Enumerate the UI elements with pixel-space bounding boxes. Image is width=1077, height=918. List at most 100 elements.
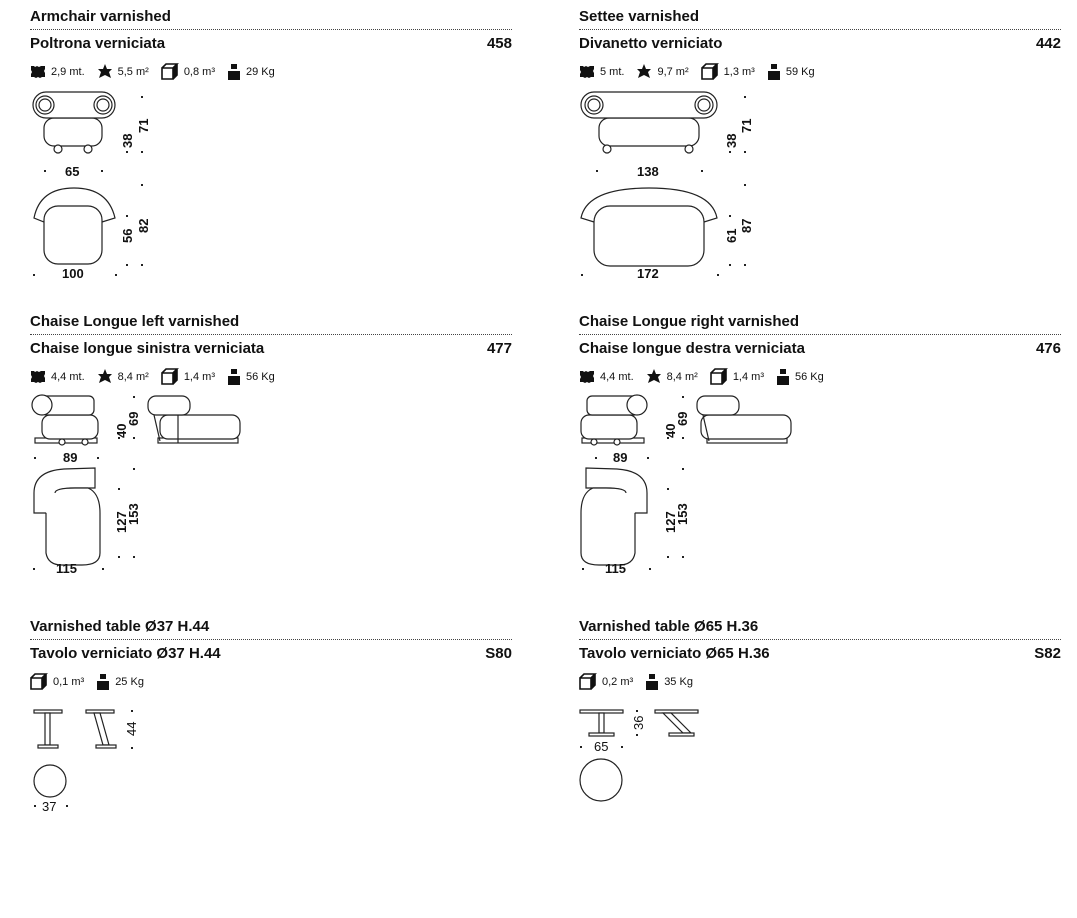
fabric-icon [97, 64, 112, 78]
weight-spec: 59 Kg [767, 63, 815, 80]
dimension-drawings: 38 71 138 61 87 172 [580, 91, 754, 281]
volume-box-icon [579, 673, 597, 690]
dotted-divider [30, 334, 512, 335]
fabric-spec: 9,7 m² [636, 64, 689, 79]
weight-icon [767, 63, 780, 80]
dimension-drawings: 36 65 [579, 709, 699, 802]
side-view-drawing [654, 709, 699, 737]
fabric-value: 8,4 m² [117, 370, 149, 383]
product-armchair: Armchair varnished Poltrona verniciata 4… [30, 8, 512, 308]
fabric-value: 8,4 m² [666, 370, 698, 383]
front-view-drawing [580, 91, 718, 154]
volume-spec: 0,2 m³ [579, 673, 633, 690]
dim-height: 71 [739, 119, 754, 133]
leather-spec: 2,9 mt. [30, 65, 85, 79]
dim-seat-depth: 56 [120, 229, 135, 243]
title-english: Settee varnished [579, 8, 700, 25]
volume-spec: 0,1 m³ [30, 673, 84, 690]
leather-spec: 4,4 mt. [30, 370, 85, 384]
title-english: Chaise Longue left varnished [30, 313, 240, 330]
front-view-drawing [33, 709, 63, 749]
leather-value: 5 mt. [600, 65, 625, 78]
fabric-spec: 8,4 m² [97, 369, 149, 384]
volume-value: 0,8 m³ [183, 65, 215, 78]
front-view-drawing [31, 394, 99, 446]
weight-icon [646, 673, 659, 690]
weight-spec: 25 Kg [96, 673, 144, 690]
product-code: S82 [1034, 645, 1061, 662]
weight-icon [228, 63, 240, 80]
title-italian: Divanetto verniciato [579, 35, 723, 52]
title-english: Varnished table Ø37 H.44 [30, 618, 210, 635]
dim-width: 100 [62, 266, 84, 281]
weight-spec: 56 Kg [227, 368, 275, 385]
side-view-drawing [147, 395, 241, 444]
dim-seat-height: 38 [120, 134, 135, 148]
dim-height: 44 [124, 722, 139, 736]
weight-value: 25 Kg [115, 675, 144, 688]
top-view-drawing [33, 467, 101, 566]
product-chaise-right: Chaise Longue right varnished Chaise lon… [579, 313, 1061, 613]
leather-hide-icon [31, 370, 45, 383]
dimension-drawings: 44 37 [33, 709, 139, 814]
volume-value: 1,3 m³ [723, 65, 755, 78]
dim-height: 69 [126, 412, 141, 426]
product-code: 458 [486, 35, 512, 52]
fabric-icon [97, 369, 112, 383]
volume-value: 0,1 m³ [53, 675, 85, 688]
specs-row: 0,2 m³ 35 Kg [579, 673, 705, 690]
title-english: Armchair varnished [30, 8, 171, 25]
title-english: Varnished table Ø65 H.36 [579, 618, 759, 635]
weight-icon [777, 368, 789, 385]
product-code: S80 [485, 645, 512, 662]
dim-depth: 82 [136, 219, 151, 233]
weight-value: 59 Kg [785, 65, 815, 78]
title-italian: Chaise longue sinistra verniciata [30, 340, 265, 357]
side-view-drawing [696, 395, 792, 444]
dim-front-width: 89 [613, 450, 627, 465]
fabric-icon [637, 64, 652, 78]
dimension-drawings: 40 69 89 127 153 115 [580, 394, 792, 576]
product-table-37: Varnished table Ø37 H.44 Tavolo vernicia… [30, 618, 512, 918]
fabric-icon [646, 369, 661, 383]
weight-icon [228, 368, 240, 385]
dim-seat-height: 38 [724, 134, 739, 148]
leather-value: 4,4 mt. [51, 370, 85, 383]
product-settee: Settee varnished Divanetto verniciato 44… [579, 8, 1061, 308]
title-italian: Tavolo verniciato Ø37 H.44 [30, 645, 221, 662]
dim-width: 115 [605, 561, 626, 576]
dim-width: 115 [56, 561, 77, 576]
dotted-divider [30, 639, 512, 640]
volume-spec: 1,4 m³ [710, 368, 764, 385]
weight-spec: 35 Kg [645, 673, 693, 690]
volume-box-icon [710, 368, 728, 385]
weight-spec: 29 Kg [227, 63, 275, 80]
volume-box-icon [161, 368, 179, 385]
dim-height: 36 [631, 716, 646, 730]
fabric-value: 5,5 m² [117, 65, 149, 78]
volume-box-icon [161, 63, 179, 80]
specs-row: 5 mt. 9,7 m² 1,3 m³ 59 Kg [579, 63, 827, 80]
weight-spec: 56 Kg [776, 368, 824, 385]
dim-seat-depth: 61 [724, 229, 739, 243]
top-view-drawing [33, 187, 116, 265]
title-italian: Chaise longue destra verniciata [579, 340, 805, 357]
top-view-drawing [580, 467, 648, 566]
weight-value: 56 Kg [795, 370, 824, 383]
dim-seat-height: 40 [663, 424, 678, 438]
title-english: Chaise Longue right varnished [579, 313, 800, 330]
title-italian: Tavolo verniciato Ø65 H.36 [579, 645, 770, 662]
weight-value: 56 Kg [246, 370, 275, 383]
product-code: 476 [1035, 340, 1061, 357]
weight-value: 35 Kg [664, 675, 693, 688]
dim-seat-depth: 127 [114, 511, 129, 533]
volume-value: 0,2 m³ [602, 675, 634, 688]
leather-hide-icon [580, 65, 594, 78]
side-view-drawing [85, 709, 117, 749]
front-view-drawing [580, 394, 648, 446]
top-view-drawing [579, 758, 623, 802]
volume-spec: 1,3 m³ [700, 63, 755, 80]
weight-icon [97, 673, 110, 690]
weight-value: 29 Kg [246, 65, 275, 78]
dim-front-width: 89 [63, 450, 77, 465]
